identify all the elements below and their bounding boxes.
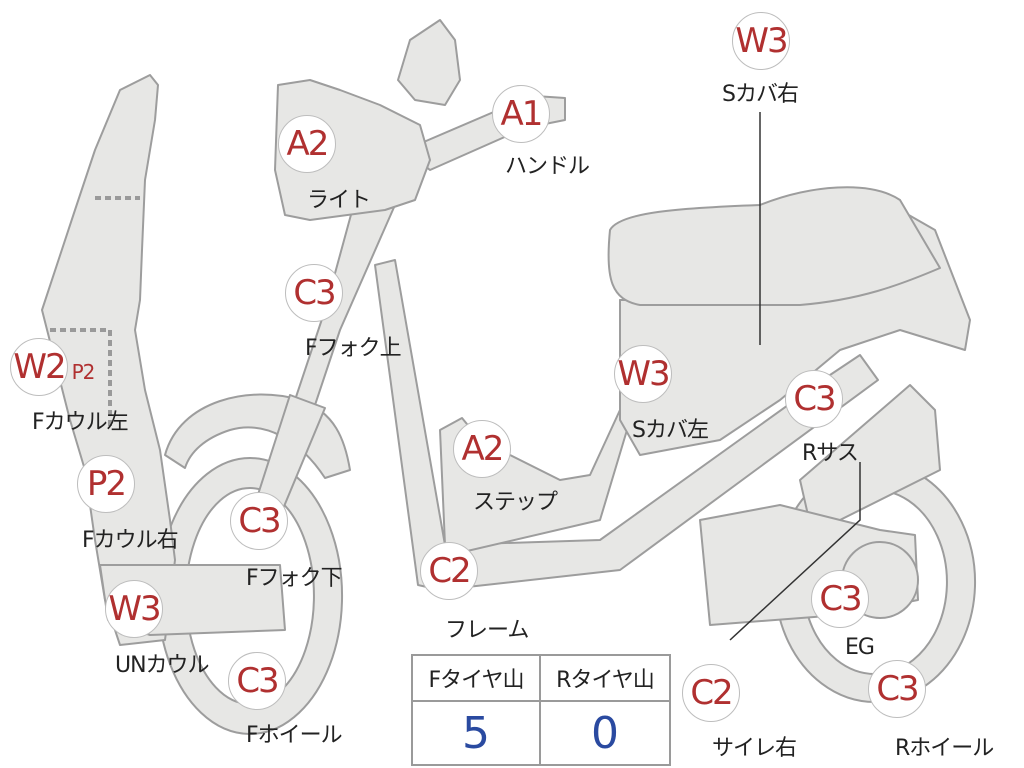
label-f-cowl-left: Fカウル左: [32, 410, 129, 435]
label-f-fork-lower: Fフォク下: [246, 566, 343, 591]
front-tire-tread-value: 5: [413, 702, 541, 764]
grade-light: A2: [278, 115, 336, 173]
grade-f-fork-upper: C3: [285, 264, 343, 322]
label-step: ステップ: [473, 490, 558, 515]
label-s-cover-left: Sカバ左: [632, 418, 709, 443]
grade-r-suspension: C3: [785, 370, 843, 428]
grade-f-fork-lower: C3: [230, 492, 288, 550]
grade-under-cowl: W3: [105, 580, 163, 638]
grade-r-wheel: C3: [868, 660, 926, 718]
rear-tire-tread-value: 0: [591, 707, 619, 759]
label-light: ライト: [307, 188, 371, 213]
label-under-cowl: UNカウル: [115, 653, 210, 678]
grade-frame: C2: [420, 542, 478, 600]
label-s-cover-right: Sカバ右: [722, 82, 799, 107]
grade-s-cover-right: W3: [732, 12, 790, 70]
label-handle: ハンドル: [505, 154, 590, 179]
label-r-suspension: Rサス: [802, 441, 859, 466]
leader-r-suspension: [729, 462, 861, 641]
label-muffler-right: サイレ右: [712, 736, 797, 761]
front-tire-tread-header: Fタイヤ山: [413, 656, 541, 702]
grade-engine: C3: [811, 570, 869, 628]
windshield-shape: [397, 19, 461, 106]
grade-f-cowl-right: P2: [77, 455, 135, 513]
grade-f-cowl-left-p2: P2: [71, 360, 96, 384]
label-engine: EG: [845, 635, 875, 660]
label-f-cowl-right: Fカウル右: [82, 528, 179, 553]
grade-step: A2: [453, 420, 511, 478]
grade-handle: A1: [492, 85, 550, 143]
grade-f-wheel: C3: [228, 652, 286, 710]
seat-shape: [607, 186, 941, 306]
grade-s-cover-left: W3: [614, 345, 672, 403]
grade-muffler-right: C2: [682, 664, 740, 722]
label-f-wheel: Fホイール: [246, 723, 343, 748]
rear-tire-tread-header: Rタイヤ山: [541, 656, 669, 702]
label-f-fork-upper: Fフォク上: [305, 336, 402, 361]
grade-f-cowl-left: W2: [10, 338, 68, 396]
label-r-wheel: Rホイール: [895, 736, 994, 761]
label-frame: フレーム: [445, 618, 529, 643]
tire-tread-table: Fタイヤ山 Rタイヤ山 5 0: [411, 654, 671, 766]
